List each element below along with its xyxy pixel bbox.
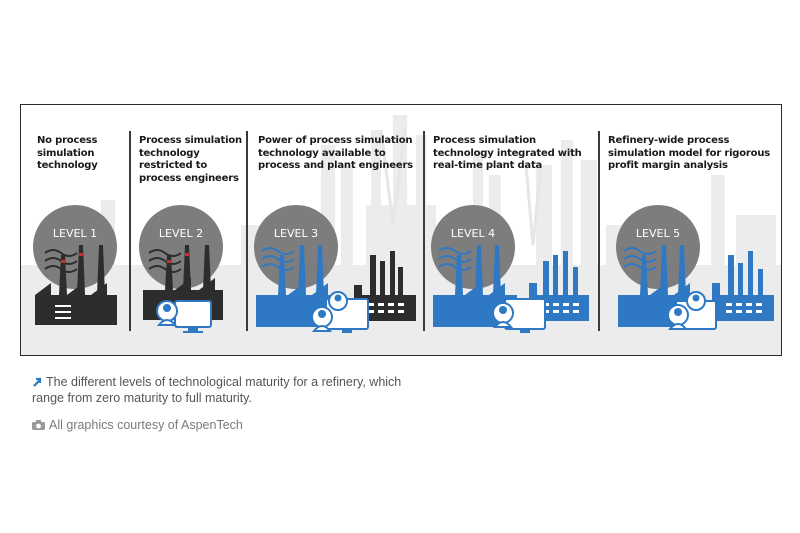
panel-description: Refinery-wide process simulation model f… [608, 135, 771, 171]
level-4-panel: Process simulation technology integrated… [425, 105, 598, 355]
panel-description: Power of process simulation technology a… [258, 135, 413, 171]
level-label: LEVEL 4 [450, 227, 496, 240]
engineer-workstation-icon [667, 291, 717, 330]
level-5-panel: Refinery-wide process simulation model f… [600, 105, 781, 355]
panel-description: No process simulation technology [37, 135, 98, 171]
level-4-badge: LEVEL 4 [431, 205, 515, 289]
panel-divider [129, 131, 131, 331]
dark-factory-icon [35, 245, 117, 325]
dark-factory-with-engineer-icon [143, 245, 223, 333]
panel-description: Process simulation technology integrated… [433, 135, 582, 171]
engineer-workstation-icon [156, 300, 212, 333]
maturity-levels-figure: No process simulation technology LEVEL 1… [20, 104, 782, 356]
level-label: LEVEL 1 [52, 227, 98, 240]
blue-factory-realtime-data-icon [433, 245, 589, 333]
panel-divider [423, 131, 425, 331]
engineer-workstation-icon [492, 298, 546, 333]
caption-text: The different levels of technological ma… [32, 375, 402, 405]
panel-description: Process simulation technology restricted… [139, 135, 242, 184]
arrow-up-right-icon [33, 377, 42, 387]
level-3-panel: Power of process simulation technology a… [248, 105, 423, 355]
level-5-badge: LEVEL 5 [616, 205, 700, 289]
engineer-workstation-icon [311, 291, 369, 333]
level-label: LEVEL 5 [635, 227, 681, 240]
level-label: LEVEL 3 [273, 227, 319, 240]
level-1-panel: No process simulation technology LEVEL 1 [21, 105, 129, 355]
panel-divider [598, 131, 600, 331]
figure-caption: The different levels of technological ma… [32, 374, 432, 406]
photo-credit: All graphics courtesy of AspenTech [32, 418, 243, 432]
camera-icon [32, 420, 45, 430]
credit-text: All graphics courtesy of AspenTech [49, 418, 243, 432]
blue-factory-with-engineers-icon [256, 245, 416, 333]
level-3-badge: LEVEL 3 [254, 205, 338, 289]
refinery-wide-blue-factory-icon [618, 245, 774, 330]
panel-divider [246, 131, 248, 331]
level-2-panel: Process simulation technology restricted… [131, 105, 246, 355]
level-label: LEVEL 2 [158, 227, 204, 240]
